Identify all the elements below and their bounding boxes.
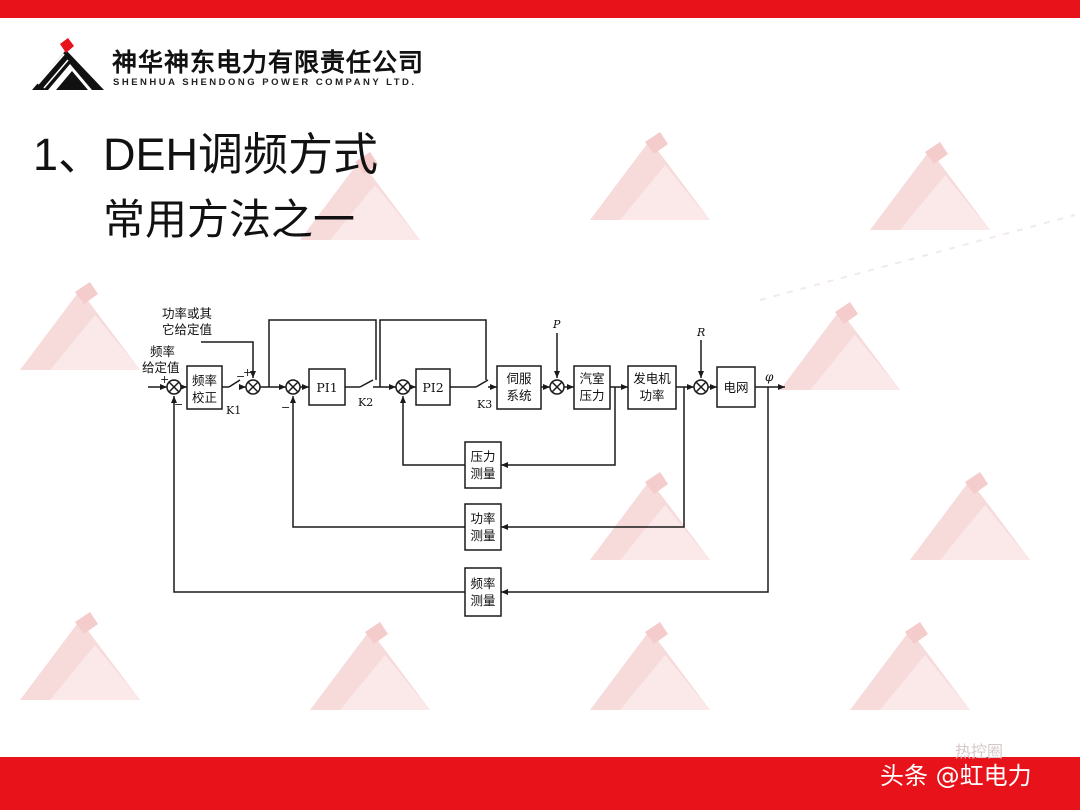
generator-power-label-line1: 发电机 (633, 371, 671, 386)
summing-junction (693, 379, 709, 395)
switch-k1-label: K1 (226, 404, 241, 417)
company-name-chinese: 神华神东电力有限责任公司 (112, 48, 425, 77)
power-setpoint-label-line1: 功率或其 (162, 306, 212, 321)
freq-correction-label-line1: 频率 (192, 373, 217, 388)
pressure-measure-label-line2: 测量 (470, 466, 495, 481)
freq-correction-label-line2: 校正 (192, 390, 217, 405)
company-name-english: SHENHUA SHENDONG POWER COMPANY LTD. (113, 77, 417, 88)
freq-measure-label-line1: 频率 (470, 576, 495, 591)
chamber-pressure-block (573, 365, 611, 410)
grid-block (716, 366, 756, 408)
servo-system-block (496, 365, 542, 410)
switch-k2-label: K2 (358, 396, 373, 409)
pressure-measure-block (464, 441, 502, 489)
pi1-block (308, 368, 346, 406)
faded-watermark-credit: 热控圈 (955, 742, 1004, 761)
summing-junction (245, 379, 261, 395)
freq-measure-block (464, 567, 502, 617)
summing-junction (285, 379, 301, 395)
switch-k3-label: K3 (477, 398, 492, 411)
freq-setpoint-label-line1: 频率 (150, 344, 175, 359)
bottom-red-band (0, 757, 1080, 810)
disturbance-r-label: R (696, 326, 705, 339)
generator-power-label-line2: 功率 (639, 388, 664, 403)
summing-junction (549, 379, 565, 395)
pi2-label: PI2 (422, 380, 443, 395)
power-measure-label-line1: 功率 (470, 511, 495, 526)
power-measure-block (464, 503, 502, 551)
generator-power-block (627, 365, 677, 410)
power-setpoint-label-line2: 它给定值 (162, 322, 212, 337)
summing-junction (166, 379, 182, 395)
plus-sign: + (243, 366, 252, 379)
servo-system-label-line1: 伺服 (506, 371, 532, 386)
freq-measure-label-line2: 测量 (470, 593, 495, 608)
minus-sign: − (281, 401, 290, 414)
company-logo (32, 38, 104, 90)
pi2-block (415, 368, 451, 406)
summing-junction (395, 379, 411, 395)
servo-system-label-line2: 系统 (506, 388, 531, 403)
pressure-measure-label-line1: 压力 (470, 449, 495, 464)
output-phi-label: φ (765, 370, 774, 384)
pi1-label: PI1 (316, 380, 337, 395)
chamber-pressure-label-line1: 汽室 (579, 371, 604, 386)
slide-subtitle: 常用方法之一 (103, 195, 356, 244)
minus-sign: − (174, 398, 183, 411)
slide-title: 1、DEH调频方式 (33, 129, 379, 180)
author-credit: 头条 @虹电力 (880, 762, 1032, 790)
freq-correction-block (186, 365, 223, 410)
freq-setpoint-label-line2: 给定值 (142, 360, 180, 375)
chamber-pressure-label-line2: 压力 (579, 388, 604, 403)
grid-label: 电网 (723, 380, 748, 395)
top-red-band (0, 0, 1080, 18)
power-measure-label-line2: 测量 (470, 528, 495, 543)
minus-sign: − (236, 370, 245, 383)
plus-sign: + (160, 373, 169, 386)
disturbance-p-label: P (552, 318, 561, 331)
